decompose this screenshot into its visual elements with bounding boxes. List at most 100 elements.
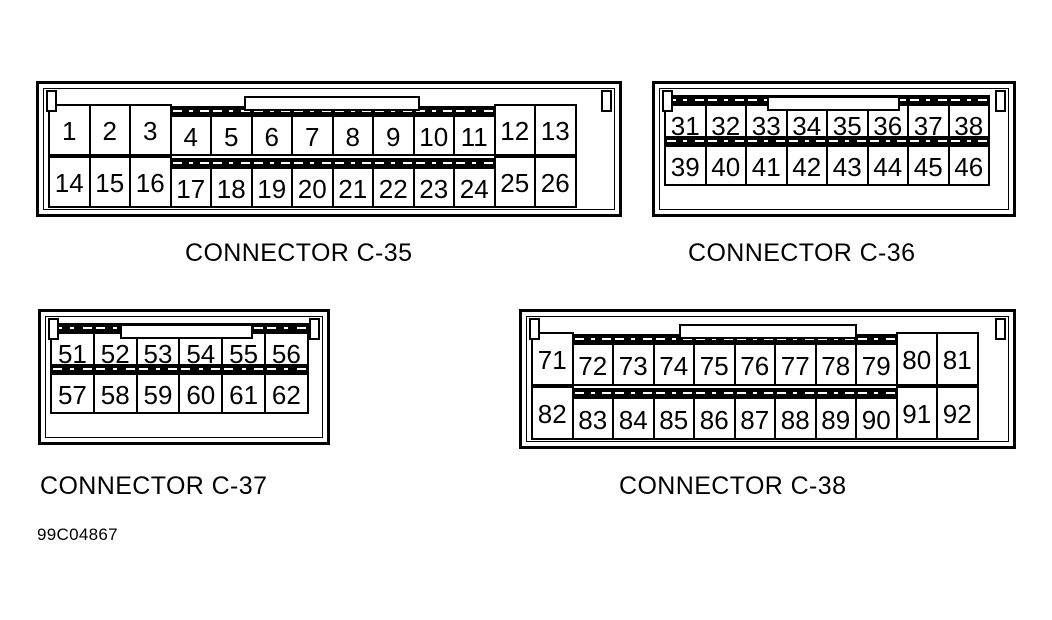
pin-cell-40: 40 (704, 136, 747, 186)
pin-seating-band (250, 106, 293, 117)
pin-seating-band (785, 136, 828, 147)
pin-cell-76: 76 (733, 334, 776, 386)
pin-number: 76 (740, 350, 770, 381)
pin-cell-57: 57 (50, 364, 95, 414)
pin-cell-17: 17 (169, 158, 212, 208)
pin-cell-11: 11 (453, 106, 496, 156)
pin-number: 12 (500, 116, 530, 146)
pin-number: 1 (62, 116, 77, 146)
keying-notch-left-icon (46, 90, 57, 112)
pin-number: 35 (832, 110, 862, 141)
pin-cell-86: 86 (693, 388, 736, 440)
pin-cell-58: 58 (92, 364, 138, 414)
pin-cell-73: 73 (612, 334, 655, 386)
pin-cell-15: 15 (88, 156, 131, 208)
keying-notch-right-icon (309, 318, 320, 340)
caption-c-35: CONNECTOR C-35 (185, 239, 413, 267)
pin-seating-band (210, 106, 253, 117)
pin-number: 15 (95, 168, 125, 198)
pin-number: 45 (913, 151, 943, 182)
pin-number: 11 (460, 121, 488, 152)
pin-number: 90 (861, 404, 891, 435)
keying-notch-right-icon (601, 90, 612, 112)
pin-seating-band (652, 334, 695, 345)
pin-cell-60: 60 (178, 364, 224, 414)
pin-number: 52 (100, 338, 130, 369)
pin-seating-band (291, 106, 334, 117)
pin-cell-77: 77 (774, 334, 817, 386)
pin-seating-band (907, 136, 950, 147)
pin-cell-59: 59 (135, 364, 181, 414)
pin-number: 74 (659, 350, 689, 381)
caption-c-38: CONNECTOR C-38 (619, 472, 847, 500)
pin-seating-band (210, 158, 253, 169)
pin-number: 51 (57, 338, 87, 369)
pin-cell-41: 41 (745, 136, 788, 186)
pin-seating-band (855, 388, 898, 399)
pin-number: 53 (143, 338, 173, 369)
pin-cell-14: 14 (48, 156, 91, 208)
pin-number: 10 (419, 121, 449, 152)
pin-number: 88 (780, 404, 810, 435)
pin-seating-band (331, 158, 374, 169)
pin-number: 61 (229, 379, 259, 410)
pin-seating-band (733, 334, 776, 345)
pin-number: 60 (186, 379, 216, 410)
pin-cell-91: 91 (895, 386, 938, 440)
pin-cell-80: 80 (895, 332, 938, 386)
pin-number: 4 (183, 121, 198, 152)
pin-seating-band (826, 136, 869, 147)
pin-seating-band (855, 334, 898, 345)
pin-number: 78 (821, 350, 851, 381)
pin-cell-71: 71 (531, 332, 574, 386)
pin-seating-band (178, 364, 224, 375)
pin-number: 85 (659, 404, 689, 435)
pin-number: 17 (176, 173, 206, 204)
pin-cell-79: 79 (855, 334, 898, 386)
pin-cell-75: 75 (693, 334, 736, 386)
pin-cell-5: 5 (210, 106, 253, 156)
pin-cell-7: 7 (291, 106, 334, 156)
keying-notch-left-icon (48, 318, 59, 340)
pin-seating-band (866, 136, 909, 147)
pin-number: 80 (902, 345, 932, 375)
pin-cell-20: 20 (291, 158, 334, 208)
pin-number: 33 (751, 110, 781, 141)
pin-number: 38 (954, 110, 984, 141)
pin-number: 57 (57, 379, 87, 410)
pin-cell-62: 62 (263, 364, 309, 414)
pin-number: 42 (792, 151, 822, 182)
pin-cell-44: 44 (866, 136, 909, 186)
pin-seating-band (221, 364, 266, 375)
pin-seating-band (947, 136, 990, 147)
pin-number: 20 (297, 173, 327, 204)
pin-cell-78: 78 (814, 334, 857, 386)
pin-number: 41 (751, 151, 781, 182)
pin-number: 81 (942, 345, 972, 375)
pin-seating-band (571, 334, 614, 345)
pin-seating-band (652, 388, 695, 399)
pin-number: 59 (143, 379, 173, 410)
pin-seating-band (947, 95, 990, 106)
pin-cell-18: 18 (210, 158, 253, 208)
pin-cell-6: 6 (250, 106, 293, 156)
pin-number: 73 (618, 350, 648, 381)
pin-seating-band (412, 106, 455, 117)
pin-number: 56 (271, 338, 301, 369)
pin-seating-band (612, 388, 655, 399)
pin-seating-band (135, 364, 181, 375)
latch-bar-icon (120, 324, 253, 339)
pin-number: 37 (913, 110, 943, 141)
pin-seating-band (453, 158, 496, 169)
pin-number: 25 (500, 168, 530, 198)
pin-seating-band (169, 106, 212, 117)
pin-seating-band (169, 158, 212, 169)
pin-cell-26: 26 (534, 156, 577, 208)
pin-number: 75 (699, 350, 729, 381)
pin-number: 87 (740, 404, 770, 435)
